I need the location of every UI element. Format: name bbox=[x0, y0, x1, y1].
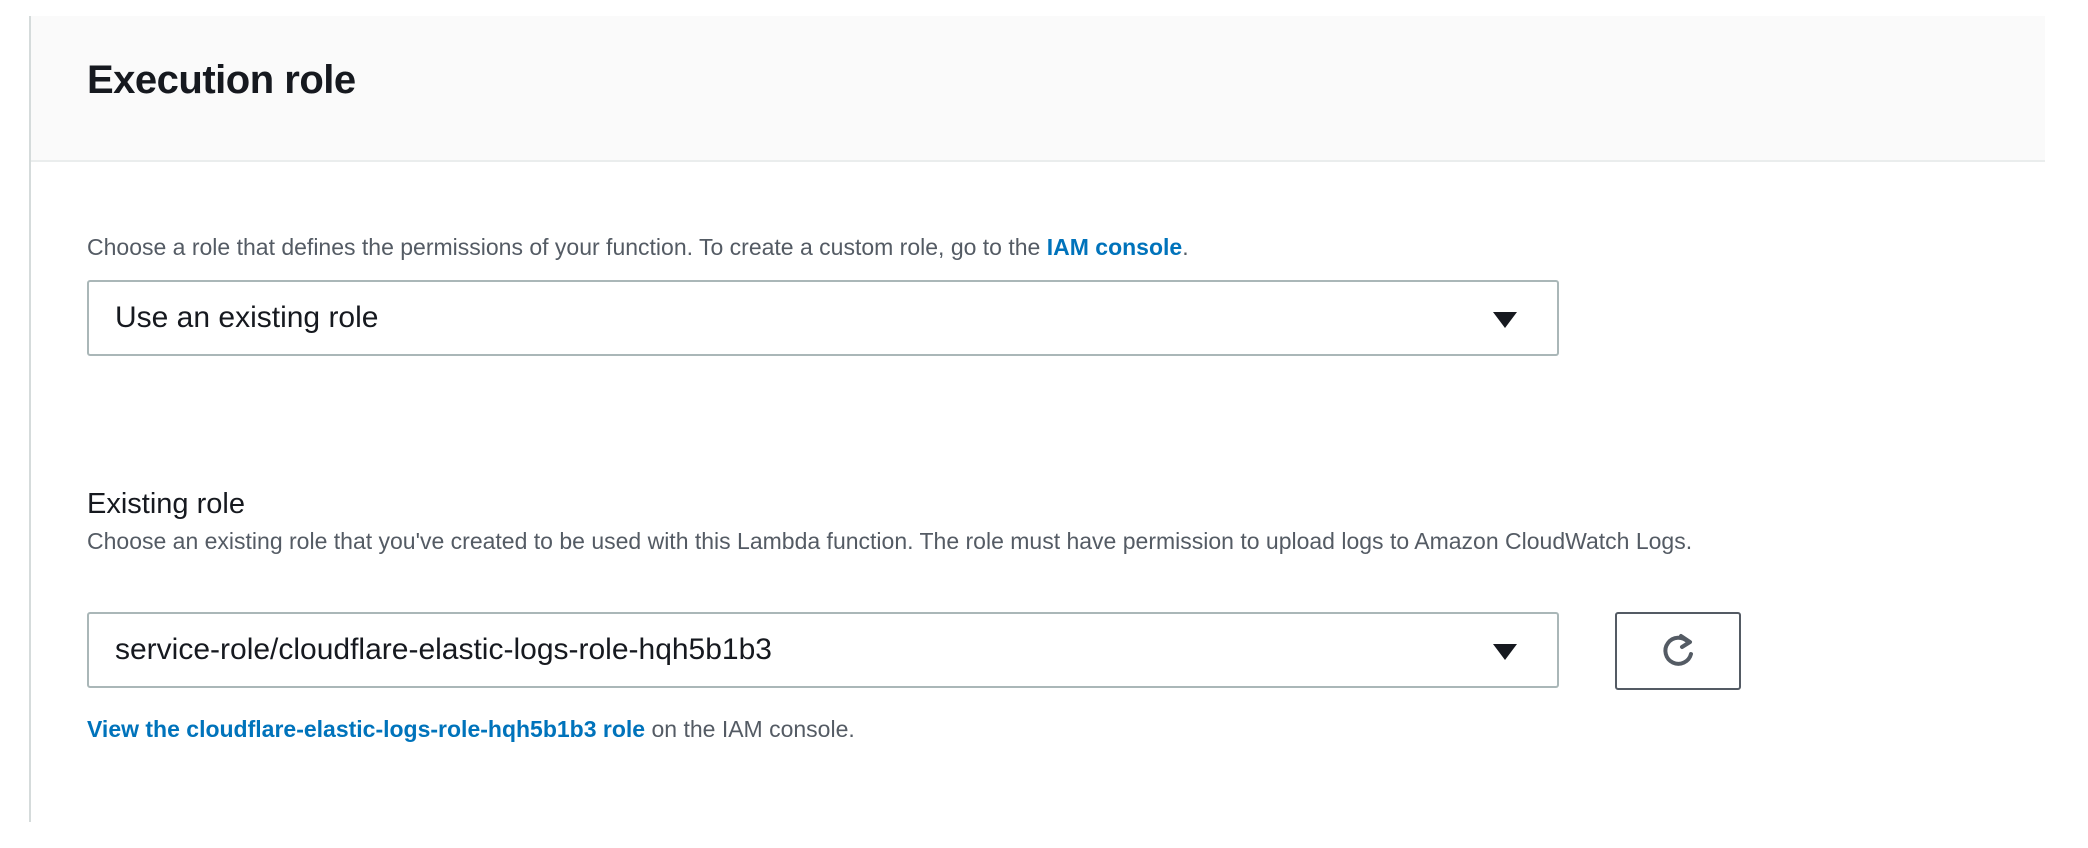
existing-role-label: Existing role bbox=[87, 488, 245, 520]
existing-role-description: Choose an existing role that you've crea… bbox=[87, 528, 1693, 554]
role-description-end: . bbox=[1182, 234, 1189, 260]
panel-title: Execution role bbox=[87, 58, 356, 102]
view-role-line: View the cloudflare-elastic-logs-role-hq… bbox=[87, 712, 855, 747]
existing-role-select[interactable]: service-role/cloudflare-elastic-logs-rol… bbox=[87, 612, 1559, 688]
iam-console-link[interactable]: IAM console bbox=[1046, 234, 1183, 260]
view-role-link[interactable]: View the cloudflare-elastic-logs-role-hq… bbox=[87, 716, 646, 742]
caret-down-icon bbox=[1493, 644, 1517, 660]
role-description: Choose a role that defines the permissio… bbox=[87, 230, 1189, 265]
view-role-suffix: on the IAM console. bbox=[645, 716, 855, 742]
role-mode-select-value: Use an existing role bbox=[115, 301, 379, 334]
refresh-roles-button[interactable] bbox=[1615, 612, 1741, 690]
role-description-text: Choose a role that defines the permissio… bbox=[87, 234, 1047, 260]
role-mode-select[interactable]: Use an existing role bbox=[87, 280, 1559, 356]
refresh-icon bbox=[1663, 634, 1693, 666]
caret-down-icon bbox=[1493, 312, 1517, 328]
panel-header: Execution role bbox=[31, 16, 2045, 162]
existing-role-select-value: service-role/cloudflare-elastic-logs-rol… bbox=[115, 633, 772, 666]
execution-role-panel: Execution role Choose a role that define… bbox=[29, 16, 2045, 822]
